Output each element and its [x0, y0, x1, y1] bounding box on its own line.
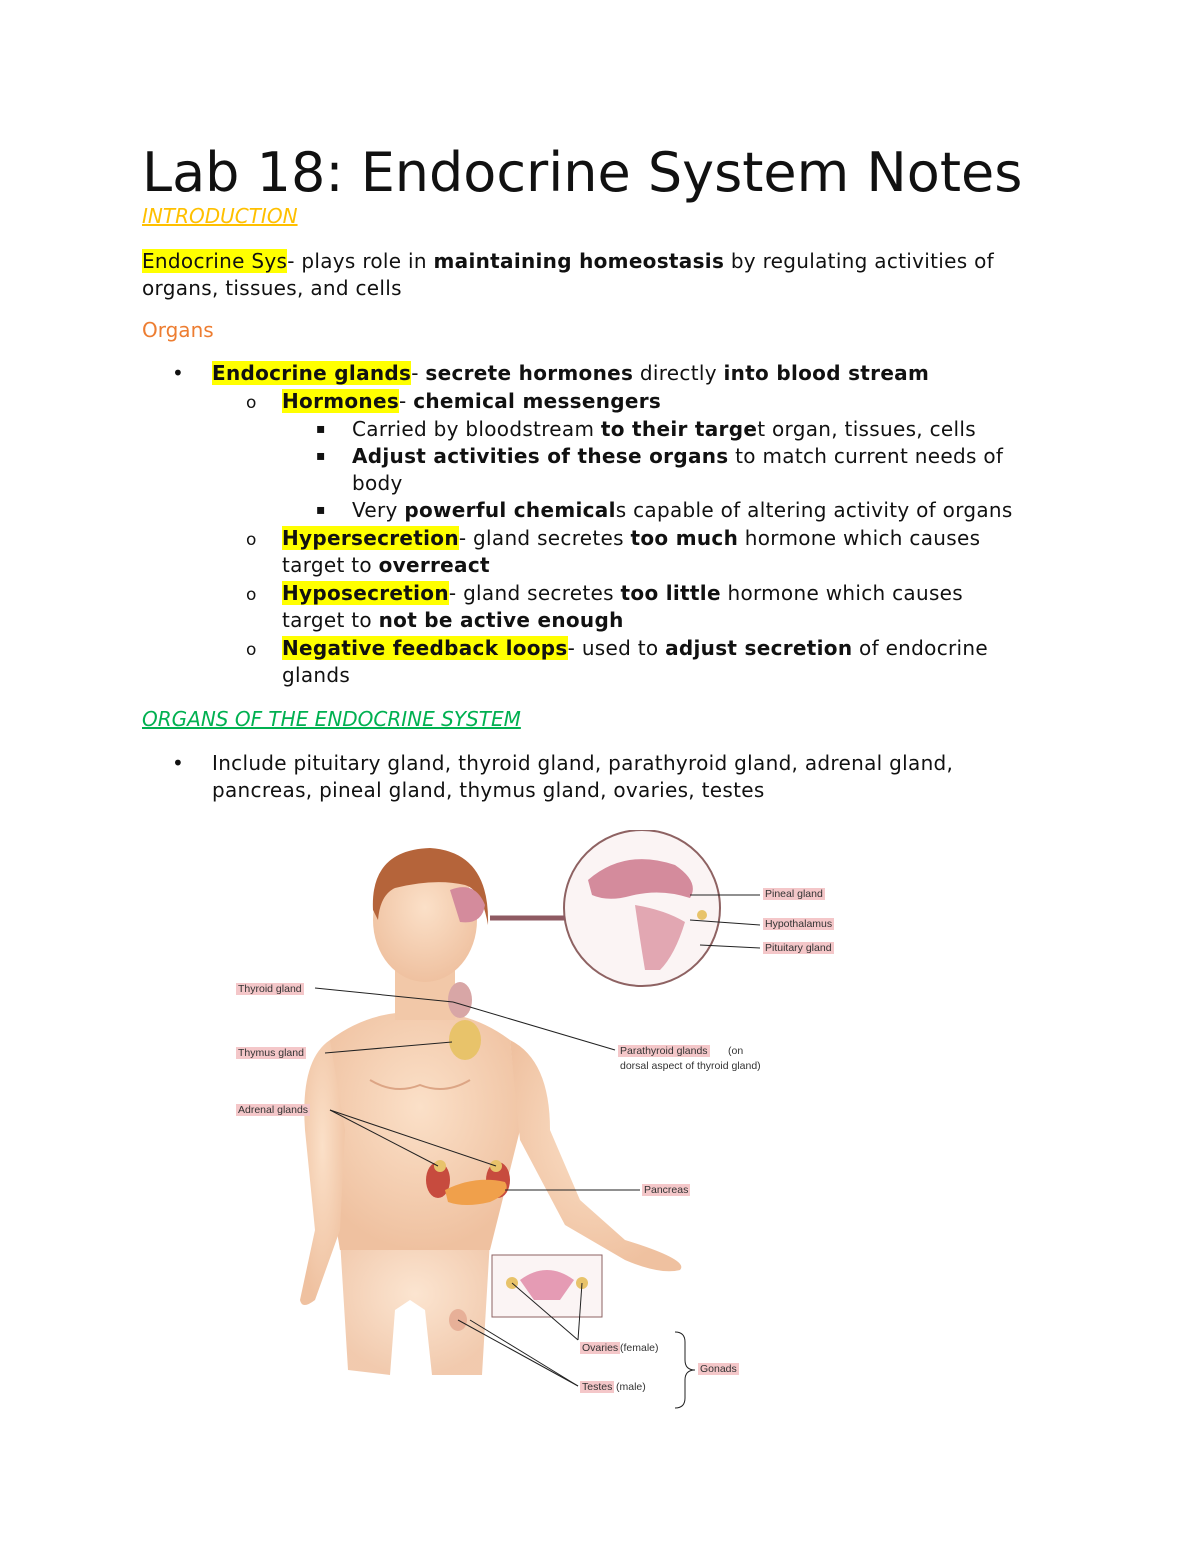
- square-bullet: ▪: [316, 448, 326, 464]
- list-item-hormones: o Hormones- chemical messengers: [246, 388, 1066, 415]
- label-thymus: Thymus gland: [236, 1047, 306, 1059]
- circle-bullet: o: [246, 393, 257, 413]
- endocrine-figure: Pineal gland Hypothalamus Pituitary glan…: [220, 829, 860, 1420]
- square-bullet: ▪: [316, 502, 326, 518]
- label-pancreas: Pancreas: [642, 1184, 691, 1196]
- label-gonads: Gonads: [698, 1363, 739, 1375]
- body-illustration: [300, 829, 761, 1409]
- list-item-hyper: o Hypersecretion- gland secretes too muc…: [246, 526, 981, 577]
- intro-term: Endocrine Sys: [142, 249, 288, 273]
- disc-bullet: •: [172, 361, 185, 385]
- label-pineal: Pineal gland: [763, 888, 825, 900]
- label-hypothalamus: Hypothalamus: [763, 918, 835, 930]
- list-item-hypo: o Hyposecretion- gland secretes too litt…: [246, 581, 964, 632]
- label-parathyroid-note2: dorsal aspect of thyroid gland): [620, 1060, 761, 1072]
- page-title: Lab 18: Endocrine System Notes: [142, 141, 1023, 204]
- list-item-adjust: ▪ Adjust activities of these organs to m…: [316, 444, 1004, 495]
- list-item-organs: • Include pituitary gland, thyroid gland…: [172, 751, 954, 802]
- circle-bullet: o: [246, 585, 257, 605]
- intro-paragraph: Endocrine Sys- plays role in maintaining…: [142, 249, 995, 300]
- square-bullet: ▪: [316, 421, 326, 437]
- organs-heading: Organs: [142, 318, 214, 342]
- list-item-powerful: ▪ Very powerful chemicals capable of alt…: [316, 498, 1013, 522]
- list-item-feedback: o Negative feedback loops- used to adjus…: [246, 636, 988, 687]
- list-item-glands: • Endocrine glands- secrete hormones dir…: [172, 361, 930, 385]
- label-pituitary: Pituitary gland: [763, 942, 834, 954]
- circle-bullet: o: [246, 530, 257, 550]
- label-ovaries: Ovaries: [580, 1342, 621, 1354]
- hyper-term: Hypersecretion: [282, 526, 459, 550]
- disc-bullet: •: [172, 751, 185, 775]
- hypo-term: Hyposecretion: [282, 581, 449, 605]
- glands-term: Endocrine glands: [212, 361, 412, 385]
- organs-system-heading: ORGANS OF THE ENDOCRINE SYSTEM: [142, 707, 521, 731]
- label-parathyroid-note: (on: [728, 1045, 744, 1057]
- list-item-carried: ▪ Carried by bloodstream to their target…: [316, 417, 976, 441]
- hormones-term: Hormones: [282, 389, 400, 413]
- label-testes: Testes: [580, 1381, 615, 1393]
- feedback-term: Negative feedback loops: [282, 636, 568, 660]
- label-thyroid: Thyroid gland: [236, 983, 304, 995]
- label-parathyroid: Parathyroid glands: [618, 1045, 710, 1057]
- label-testes-note: (male): [616, 1381, 646, 1393]
- circle-bullet: o: [246, 640, 257, 660]
- label-adrenal: Adrenal glands: [236, 1104, 311, 1116]
- intro-heading: INTRODUCTION: [142, 204, 298, 228]
- label-ovaries-note: (female): [620, 1342, 659, 1354]
